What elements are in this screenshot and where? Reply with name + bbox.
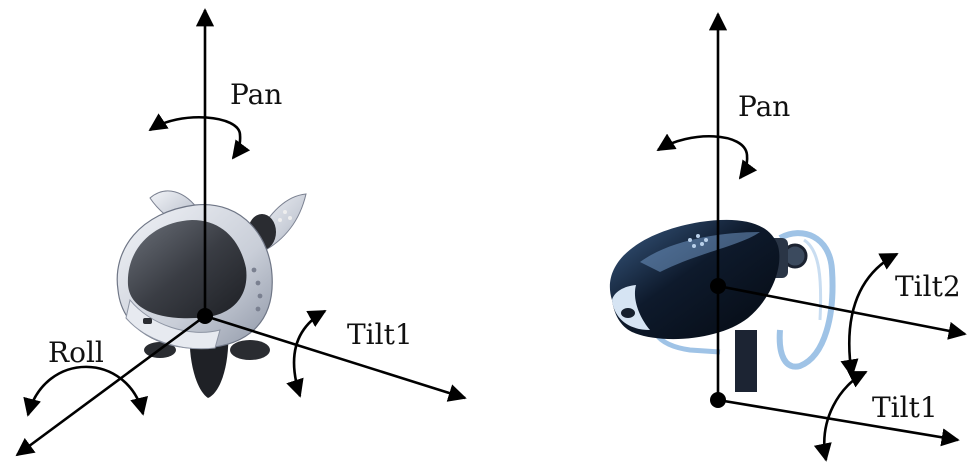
- left-roll-rotation-arrow: [23, 365, 148, 417]
- left-robot-head-image: [116, 190, 307, 398]
- right-tilt1-rotation-arrow: [813, 370, 868, 462]
- right-robot-head-image: [609, 219, 836, 392]
- left-roll-label: Roll: [48, 336, 104, 369]
- right-tilt2-rotation-arrow: [840, 252, 899, 378]
- left-tilt1-axis: [204, 314, 467, 402]
- right-rotation-arrows: [656, 133, 899, 462]
- right-upper-joint-origin: [710, 278, 726, 294]
- right-lower-joint-origin: [710, 392, 726, 408]
- left-axes: [15, 8, 467, 457]
- left-rotation-arrows: [23, 113, 327, 417]
- left-pan-rotation-arrow: [148, 113, 251, 160]
- left-pan-label: Pan: [230, 78, 282, 111]
- left-tilt1-label: Tilt1: [347, 318, 413, 351]
- right-pan-rotation-arrow: [656, 133, 758, 180]
- left-tilt1-rotation-arrow: [286, 309, 327, 398]
- left-joint-origin: [197, 308, 213, 324]
- right-pan-label: Pan: [738, 90, 790, 123]
- right-tilt1-label: Tilt1: [872, 391, 938, 424]
- right-tilt2-label: Tilt2: [895, 270, 961, 303]
- left-roll-axis: [15, 314, 206, 457]
